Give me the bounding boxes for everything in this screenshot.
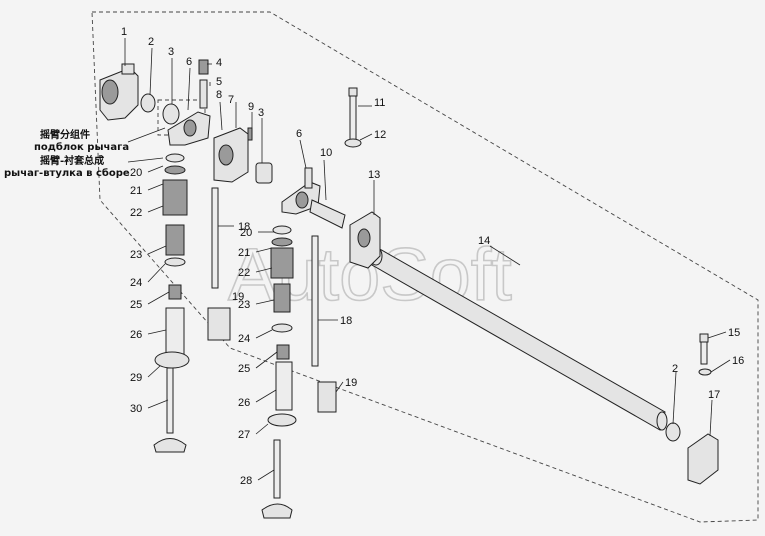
callout-label: 10 <box>320 147 332 159</box>
callout-label: 22 <box>130 207 142 219</box>
callout-label: 9 <box>248 101 254 113</box>
callout-label: 4 <box>216 57 222 69</box>
valve-stack-right <box>261 225 297 519</box>
tappet-right <box>317 381 337 413</box>
callout-label: 18 <box>238 221 250 233</box>
callout-label: 5 <box>216 76 222 88</box>
washer-2 <box>140 93 156 113</box>
callout-label: 20 <box>240 227 252 239</box>
callout-label: 24 <box>238 333 250 345</box>
rocker-shaft <box>369 246 668 431</box>
assembly-boundary <box>91 11 759 523</box>
callout-label: 25 <box>238 363 250 375</box>
callout-label: 22 <box>238 267 250 279</box>
pushrod-left <box>211 187 219 289</box>
spring-10 <box>309 199 346 229</box>
callout-label: 3 <box>258 107 264 119</box>
callout-label: 26 <box>238 397 250 409</box>
bolt-11 <box>344 87 362 148</box>
rocker-bracket-front <box>99 63 139 121</box>
leader-lines <box>124 38 731 481</box>
callout-label: 26 <box>130 329 142 341</box>
caption-rocker-subassembly-cn: 摇臂分组件 <box>40 128 90 141</box>
caption-rocker-bushing-ru: рычаг-втулка в сборе <box>4 167 130 179</box>
subassembly-box <box>157 99 206 136</box>
pushrod-right <box>311 235 319 367</box>
rocker-bracket-rear <box>349 211 381 269</box>
callout-label: 28 <box>240 475 252 487</box>
callout-label: 12 <box>374 129 386 141</box>
rocker-arm-upper <box>167 59 211 146</box>
callout-label: 7 <box>228 94 234 106</box>
valve-stack-left <box>153 153 190 453</box>
callout-label: 6 <box>186 56 192 68</box>
callout-label: 23 <box>238 299 250 311</box>
tappet-left <box>207 307 231 341</box>
callout-label: 2 <box>148 36 154 48</box>
callout-label: 23 <box>130 249 142 261</box>
callout-label: 11 <box>374 97 385 109</box>
callout-label: 18 <box>340 315 352 327</box>
callout-label: 16 <box>732 355 744 367</box>
callout-label: 30 <box>130 403 142 415</box>
callout-label: 24 <box>130 277 142 289</box>
callout-label: 21 <box>130 185 142 197</box>
callout-label: 25 <box>130 299 142 311</box>
callout-label: 19 <box>232 291 244 303</box>
callout-label: 1 <box>121 26 127 38</box>
callout-label: 13 <box>368 169 380 181</box>
callout-label: 6 <box>296 128 302 140</box>
caption-rocker-subassembly-ru: подблок рычага <box>34 141 129 153</box>
bushing-3b <box>255 162 273 184</box>
callout-label: 27 <box>238 429 250 441</box>
callout-label: 19 <box>345 377 357 389</box>
callout-label: 8 <box>216 89 222 101</box>
callout-label: 3 <box>168 46 174 58</box>
callout-label: 29 <box>130 372 142 384</box>
callout-label: 15 <box>728 327 740 339</box>
rocker-bracket-middle <box>213 127 253 183</box>
callout-label: 14 <box>478 235 490 247</box>
caption-rocker-bushing-cn: 摇臂-衬套总成 <box>40 154 104 167</box>
bushing-3 <box>162 103 180 125</box>
callout-label: 21 <box>238 247 250 259</box>
callout-label: 2 <box>672 363 678 375</box>
callout-label: 20 <box>130 167 142 179</box>
callout-label: 17 <box>708 389 720 401</box>
rear-bracket <box>665 333 719 485</box>
